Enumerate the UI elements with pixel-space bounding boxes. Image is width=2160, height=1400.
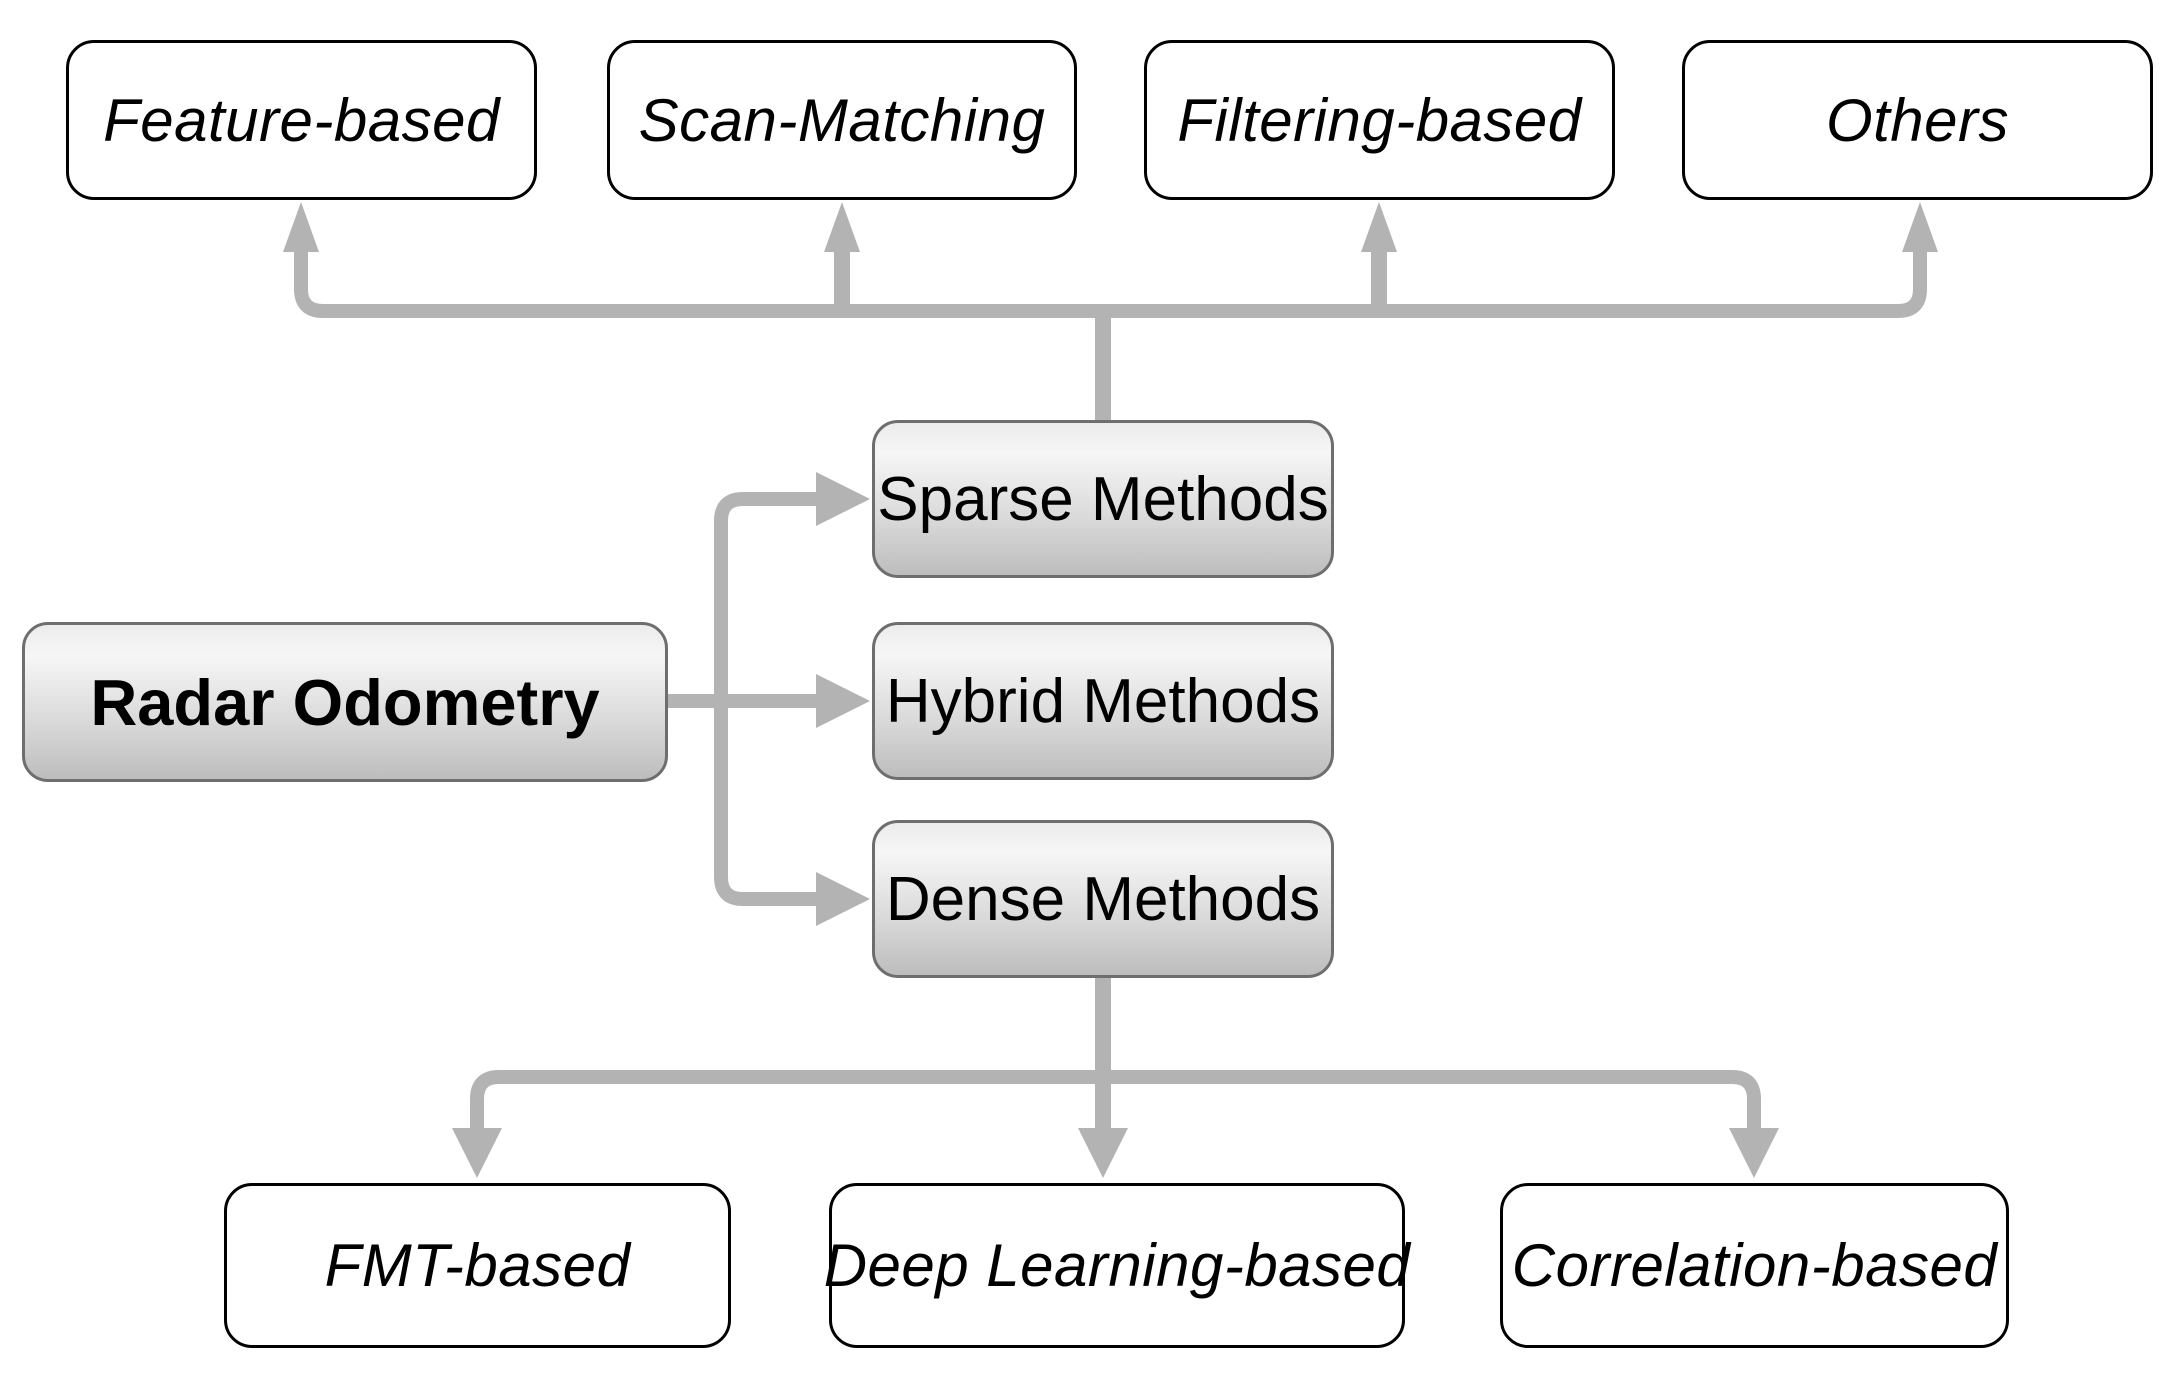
node-hybrid-methods: Hybrid Methods [872, 622, 1334, 780]
node-scan-matching-label: Scan-Matching [638, 86, 1046, 154]
node-deep-learning-based-label: Deep Learning-based [823, 1232, 1411, 1299]
node-others-label: Others [1825, 86, 2010, 154]
node-feature-based: Feature-based [66, 40, 537, 200]
arrowhead-right-hybrid [816, 674, 870, 728]
node-fmt-based: FMT-based [224, 1183, 731, 1348]
node-filtering-based-label: Filtering-based [1177, 86, 1582, 154]
arrowhead-down-deep [1078, 1128, 1128, 1178]
node-radar-odometry: Radar Odometry [22, 622, 668, 782]
node-dense-methods-label: Dense Methods [885, 864, 1321, 934]
node-correlation-based-label: Correlation-based [1511, 1232, 1998, 1299]
node-deep-learning-based: Deep Learning-based [824, 1183, 1410, 1348]
node-sparse-methods: Sparse Methods [872, 420, 1334, 578]
arrowhead-up-feature [283, 202, 319, 252]
connector-bottom-bus [470, 1070, 1761, 1130]
node-feature-based-label: Feature-based [103, 86, 500, 154]
arrowhead-right-sparse [816, 472, 870, 526]
node-scan-matching: Scan-Matching [607, 40, 1077, 200]
node-hybrid-methods-label: Hybrid Methods [885, 666, 1321, 736]
node-sparse-methods-label: Sparse Methods [877, 464, 1329, 534]
node-correlation-based: Correlation-based [1500, 1183, 2009, 1348]
node-others: Others [1682, 40, 2153, 200]
node-fmt-based-label: FMT-based [324, 1232, 631, 1299]
arrowhead-down-fmt [452, 1128, 502, 1178]
arrowhead-down-corr [1729, 1128, 1779, 1178]
node-filtering-based: Filtering-based [1144, 40, 1615, 200]
node-dense-methods: Dense Methods [872, 820, 1334, 978]
connector-top-bus [294, 250, 1927, 318]
arrowhead-right-dense [816, 872, 870, 926]
connector-middle-trunk [714, 492, 818, 906]
arrowhead-up-others [1902, 202, 1938, 252]
arrowhead-up-filtering [1361, 202, 1397, 252]
node-radar-odometry-label: Radar Odometry [90, 665, 600, 739]
arrowhead-up-scan [824, 202, 860, 252]
